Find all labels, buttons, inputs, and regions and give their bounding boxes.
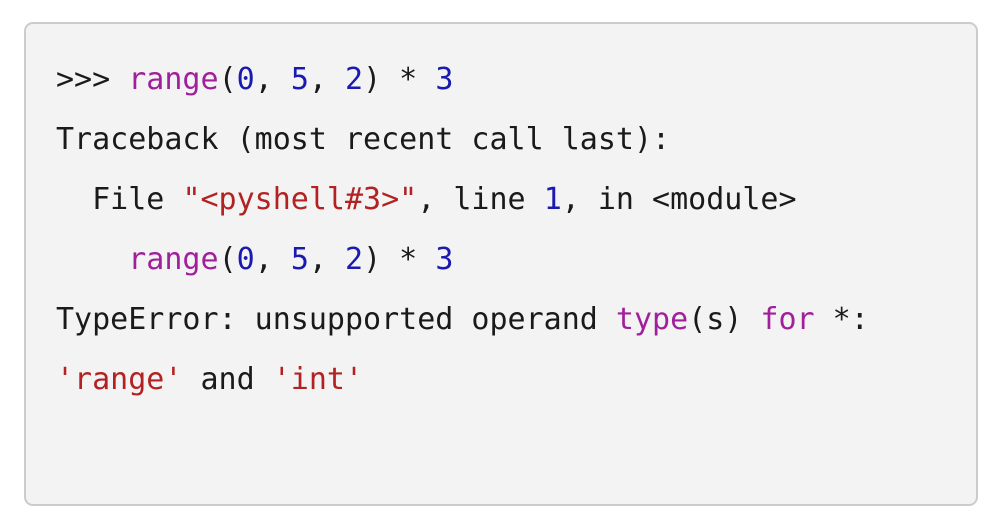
- token-plain: TypeError: unsupported operand: [56, 302, 616, 337]
- token-number: 2: [345, 242, 364, 277]
- token-plain: [56, 242, 128, 277]
- token-plain: ,: [254, 62, 291, 97]
- token-number: 1: [543, 182, 562, 217]
- token-number: 3: [435, 62, 454, 97]
- token-plain: *:: [814, 302, 887, 337]
- token-number: 2: [345, 62, 364, 97]
- token-plain: Traceback (most recent call last):: [56, 122, 671, 157]
- token-keyword: for: [760, 302, 815, 337]
- token-builtin: type: [615, 302, 689, 337]
- token-plain: and: [182, 362, 273, 397]
- token-number: 5: [290, 242, 309, 277]
- token-number: 5: [290, 62, 309, 97]
- token-string: 'int': [272, 362, 364, 397]
- token-plain: ,: [308, 242, 345, 277]
- token-number: 0: [236, 62, 255, 97]
- token-builtin: range: [128, 62, 219, 97]
- token-number: 3: [435, 242, 454, 277]
- console-line-traceback-frame: File "<pyshell#3>", line 1, in <module>: [56, 170, 966, 230]
- token-plain: ,: [254, 242, 291, 277]
- token-plain: (s): [688, 302, 761, 337]
- console-line-traceback-source: range(0, 5, 2) * 3: [56, 230, 966, 290]
- token-plain: File: [56, 182, 183, 217]
- token-string: "<pyshell#3>": [182, 182, 418, 217]
- token-plain: ) *: [363, 62, 436, 97]
- token-string: 'range': [56, 362, 183, 397]
- console-line-error-message: TypeError: unsupported operand type(s) f…: [56, 290, 966, 410]
- token-plain: ,: [308, 62, 345, 97]
- console-line-input-line: >>> range(0, 5, 2) * 3: [56, 50, 966, 110]
- token-plain: (: [218, 62, 237, 97]
- token-builtin: range: [128, 242, 219, 277]
- token-plain: , line: [417, 182, 544, 217]
- token-plain: , in <module>: [561, 182, 797, 217]
- console-line-traceback-header: Traceback (most recent call last):: [56, 110, 966, 170]
- token-plain: ) *: [363, 242, 436, 277]
- token-number: 0: [236, 242, 255, 277]
- token-prompt: >>>: [56, 62, 129, 97]
- token-plain: (: [218, 242, 237, 277]
